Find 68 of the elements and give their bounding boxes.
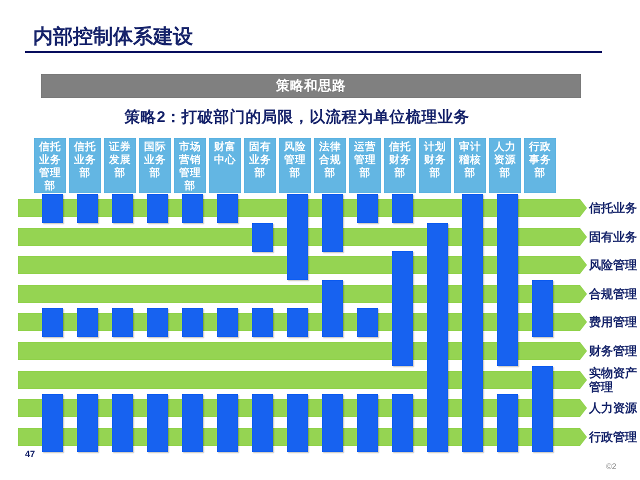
participation-bar [357,194,378,223]
process-label: 人力资源 [589,401,638,415]
department-header: 信托业务管理部 [34,138,66,193]
department-header: 风险管理部 [279,138,311,193]
participation-bar [357,394,378,452]
page-number: 47 [25,449,36,460]
department-header: 信托业务部 [69,138,101,193]
section-banner: 策略和思路 [41,74,581,98]
department-header: 审计稽核部 [454,138,486,193]
participation-bar [532,366,553,452]
process-label: 固有业务 [589,230,638,244]
participation-bar [182,194,203,223]
process-label: 合规管理 [589,287,638,301]
participation-bar [462,194,483,452]
department-header: 计划财务部 [419,138,451,193]
participation-bar [112,194,133,223]
participation-bar [112,394,133,452]
participation-bar [77,394,98,452]
department-header: 行政事务部 [524,138,556,193]
department-header: 市场营销管理部 [174,138,206,193]
participation-bar [217,394,238,452]
participation-bar [77,194,98,223]
department-header: 证券发展部 [104,138,136,193]
participation-bar [392,394,413,452]
process-label: 实物资产管理 [589,366,638,394]
participation-bar [322,280,343,337]
process-label: 费用管理 [589,315,638,329]
participation-bar [287,194,308,280]
participation-bar [392,251,413,366]
department-header: 法律合规部 [314,138,346,193]
participation-bar [322,394,343,452]
department-header: 人力资源部 [489,138,521,193]
participation-bar [497,394,518,452]
participation-bar [42,308,63,337]
participation-bar [217,308,238,337]
participation-bar [532,280,553,337]
department-header: 运营管理部 [349,138,381,193]
process-label: 风险管理 [589,258,638,272]
process-label: 行政管理 [589,430,638,444]
process-label: 信托业务 [589,201,638,215]
department-header: 固有业务部 [244,138,276,193]
participation-bar [287,394,308,452]
participation-bar [252,223,273,252]
participation-bar [252,394,273,452]
department-header: 财富中心 [209,138,241,193]
participation-bar [182,394,203,452]
participation-bar [42,394,63,452]
participation-bar [77,308,98,337]
participation-bar [182,308,203,337]
participation-bar [357,308,378,337]
participation-bar [252,308,273,337]
participation-bar [147,394,168,452]
participation-bar [287,308,308,337]
department-header: 信托财务部 [384,138,416,193]
strategy-heading: 策略2：打破部门的局限，以流程为单位梳理业务 [124,108,470,128]
participation-bar [322,194,343,252]
slide-title: 内部控制体系建设 [33,25,193,49]
participation-bar [392,194,413,223]
participation-bar [427,223,448,452]
copyright-note: ©2 [606,462,616,472]
process-label: 财务管理 [589,344,638,358]
participation-bar [112,308,133,337]
department-header: 国际业务部 [139,138,171,193]
participation-bar [42,194,63,223]
participation-bar [147,194,168,223]
participation-bar [217,194,238,223]
participation-bar [147,308,168,337]
participation-bar [497,194,518,366]
